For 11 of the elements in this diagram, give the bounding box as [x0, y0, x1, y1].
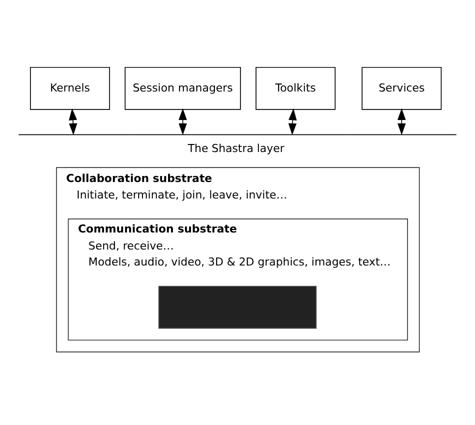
node-box: Session managers: [124, 66, 241, 110]
node-box: Toolkits: [256, 66, 336, 110]
node-box: Services: [362, 66, 442, 110]
cluster: Communication substrate Send, receive… Models, audio, video, 3D & 2D graphics, images, text…: [68, 218, 408, 340]
node-box: [158, 285, 317, 328]
node-box: Kernels: [30, 66, 110, 110]
arrow: [398, 108, 406, 135]
node-text: The Shastra layer: [188, 141, 284, 154]
arrow: [68, 108, 78, 135]
arrow: [178, 108, 187, 135]
arrow: [288, 108, 297, 135]
